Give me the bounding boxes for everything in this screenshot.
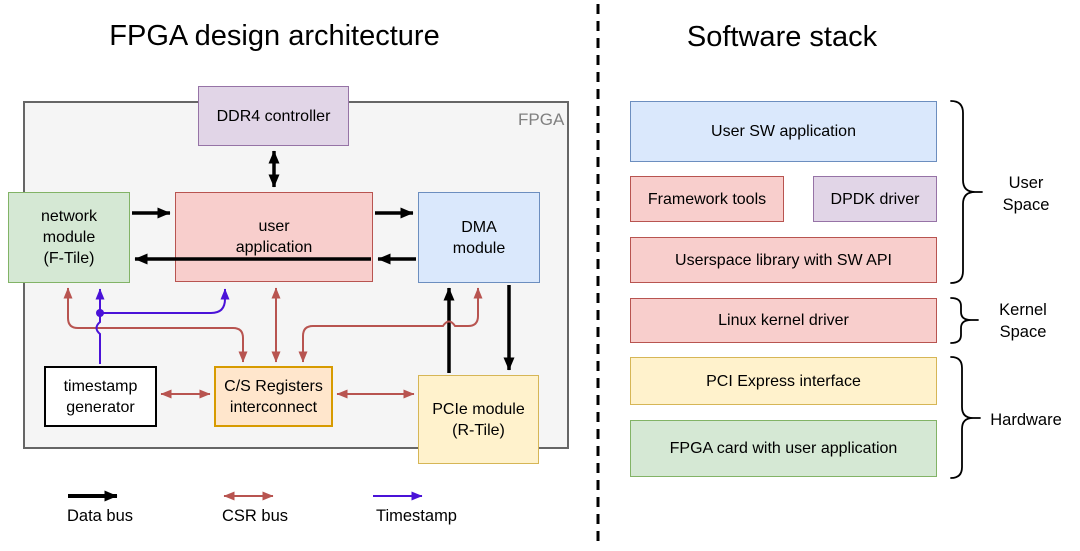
pcie-module-box: PCIe module (R-Tile): [418, 375, 539, 464]
timestamp-generator-box: timestamp generator: [44, 366, 157, 427]
linux-kernel-driver-layer: Linux kernel driver: [630, 298, 937, 343]
legend-csr-bus-label: CSR bus: [222, 507, 289, 525]
fpga-card-layer: FPGA card with user application: [630, 420, 937, 477]
legend-timestamp-label: Timestamp: [376, 507, 457, 525]
legend-data-bus-label: Data bus: [67, 507, 134, 525]
user-space-group-label: User Space: [1002, 174, 1050, 214]
dpdk-driver-layer: DPDK driver: [813, 176, 937, 222]
hardware-group-label: Hardware: [990, 411, 1062, 429]
kernel-space-group-label: Kernel Space: [999, 301, 1047, 341]
userspace-library-layer: Userspace library with SW API: [630, 237, 937, 283]
network-module-box: network module (F-Tile): [8, 192, 130, 283]
fpga-container-label: FPGA: [518, 110, 565, 129]
user-application-box: user application: [175, 192, 373, 282]
dma-module-box: DMA module: [418, 192, 540, 283]
pci-express-interface-layer: PCI Express interface: [630, 357, 937, 405]
csr-interconnect-box: C/S Registers interconnect: [214, 366, 333, 427]
framework-tools-layer: Framework tools: [630, 176, 784, 222]
right-panel-title: Software stack: [686, 21, 878, 53]
kernel-space-brace: [950, 297, 979, 344]
left-panel-title: FPGA design architecture: [109, 20, 440, 52]
ddr4-controller-box: DDR4 controller: [198, 86, 349, 146]
user-space-brace: [950, 100, 983, 284]
user-sw-application-layer: User SW application: [630, 101, 937, 162]
